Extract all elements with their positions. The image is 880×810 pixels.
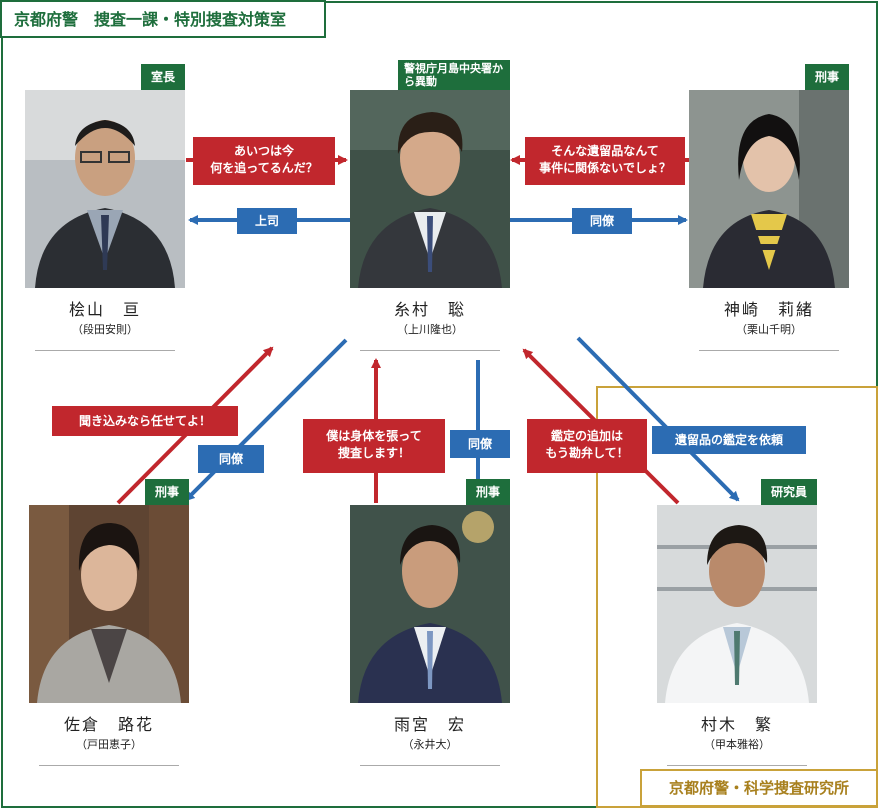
role-badge: 研究員: [760, 479, 817, 505]
relation-muraki-to-itomura: 鑑定の追加はもう勘弁して！: [527, 419, 647, 473]
divider: [39, 765, 179, 766]
divider: [699, 350, 839, 351]
special-investigation-title: 京都府警 捜査一課・特別捜査対策室: [0, 0, 326, 38]
person-name: 雨宮 宏: [393, 715, 466, 734]
person-name: 桧山 亘: [68, 300, 141, 319]
relation-katsurayama-to-itomura: あいつは今何を追ってるんだ？: [193, 137, 335, 185]
role-badge: 室長: [140, 64, 185, 90]
forensic-lab-title: 京都府警・科学捜査研究所: [640, 769, 878, 807]
portrait-muraki: [657, 505, 817, 703]
person-name: 糸村 聡: [393, 300, 466, 319]
person-name: 神崎 莉緒: [723, 300, 814, 319]
actor-name: （永井大）: [402, 738, 458, 751]
portrait-katsurayama: [25, 90, 185, 288]
relation-colleague-label-kanzaki: 同僚: [572, 208, 632, 234]
divider: [360, 765, 500, 766]
forensic-lab-frame: [596, 386, 878, 808]
divider: [667, 765, 807, 766]
relation-amemiya-to-itomura: 僕は身体を張って捜査します！: [303, 419, 445, 473]
person-name: 村木 繁: [700, 715, 773, 734]
arrow-itomura-to-sakura: [184, 338, 348, 502]
role-badge: 警視庁月島中央署から異動: [398, 60, 510, 90]
portrait-amemiya: [350, 505, 510, 703]
relation-sakura-to-itomura: 聞き込みなら任せてよ！: [52, 406, 238, 436]
arrow-itomura-to-muraki: [576, 336, 740, 502]
role-badge: 刑事: [804, 64, 849, 90]
relation-colleague-label-amemiya: 同僚: [450, 430, 510, 458]
person-name: 佐倉 路花: [63, 715, 154, 734]
relation-boss-label: 上司: [237, 208, 297, 234]
actor-name: （甲本雅裕）: [704, 738, 770, 751]
relation-request-appraisal: 遺留品の鑑定を依頼: [652, 426, 806, 454]
actor-name: （上川隆也）: [397, 323, 463, 336]
role-badge: 刑事: [144, 479, 189, 505]
relation-colleague-label-sakura: 同僚: [198, 445, 264, 473]
portrait-itomura: [350, 90, 510, 288]
portrait-sakura: [29, 505, 189, 703]
role-badge: 刑事: [465, 479, 510, 505]
divider: [360, 350, 500, 351]
relation-kanzaki-to-itomura: そんな遺留品なんて事件に関係ないでしょ？: [525, 137, 685, 185]
divider: [35, 350, 175, 351]
actor-name: （段田安則）: [72, 323, 138, 336]
portrait-kanzaki: [689, 90, 849, 288]
actor-name: （栗山千明）: [736, 323, 802, 336]
actor-name: （戸田恵子）: [76, 738, 142, 751]
